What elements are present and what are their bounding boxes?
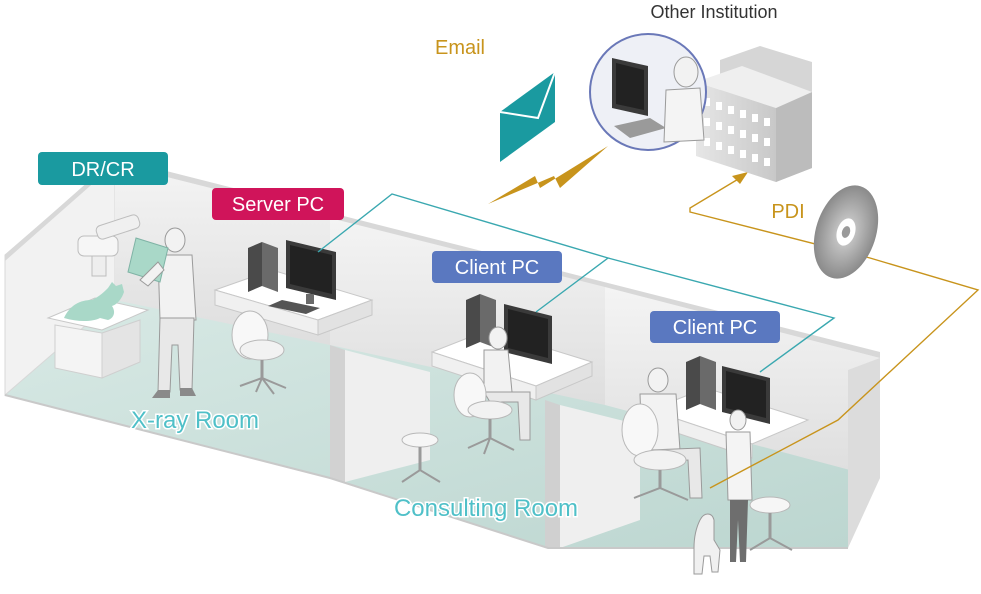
dr-cr-label: DR/CR: [71, 159, 134, 181]
other-institution-label: Other Institution: [650, 2, 777, 22]
consulting-room-label: Consulting Room: [394, 495, 578, 522]
cat-silhouette: [64, 282, 124, 321]
right-front-wall: [848, 358, 880, 548]
partition-2: [545, 400, 560, 548]
xray-room-label: X-ray Room: [131, 407, 259, 434]
envelope-icon: [499, 71, 556, 162]
server-pc-label: Server PC: [232, 194, 324, 216]
xray-tube: [77, 235, 119, 257]
xray-room-content: [46, 214, 197, 398]
client-pc-tag-2: Client PC: [650, 311, 780, 343]
cd-disc-icon: [813, 185, 879, 279]
pdi-route: [689, 172, 980, 489]
hospital-building-icon: [696, 46, 812, 182]
pdi-label: PDI: [771, 201, 804, 223]
dr-cr-tag: DR/CR: [38, 152, 168, 185]
client-pc-label-2: Client PC: [673, 317, 757, 339]
network-lines: [317, 193, 836, 373]
client-pc-label-1: Client PC: [455, 257, 539, 279]
labels: Other Institution Email PDI DR/CR Server…: [38, 2, 805, 524]
remote-doctor-portrait: [589, 33, 707, 151]
client-pc-1-station: [401, 294, 594, 483]
lightning-bolt-icon: [488, 146, 608, 204]
network-line-client-2: [607, 257, 836, 373]
dog-silhouette: [693, 513, 721, 575]
partition-2-face: [560, 405, 640, 548]
client1-tower: [466, 294, 480, 348]
client-pc-2-station: [621, 356, 810, 575]
network-line-server: [317, 193, 610, 313]
client-pc-tag-1: Client PC: [432, 251, 562, 283]
partition-1-face: [345, 350, 430, 482]
client2-tower: [686, 356, 700, 410]
partition-1: [330, 345, 345, 482]
technician-figure: [127, 227, 197, 398]
server-pc-tag: Server PC: [212, 188, 344, 220]
server-tower: [248, 242, 262, 292]
email-label: Email: [435, 37, 485, 59]
server-pc-station: [213, 240, 374, 395]
